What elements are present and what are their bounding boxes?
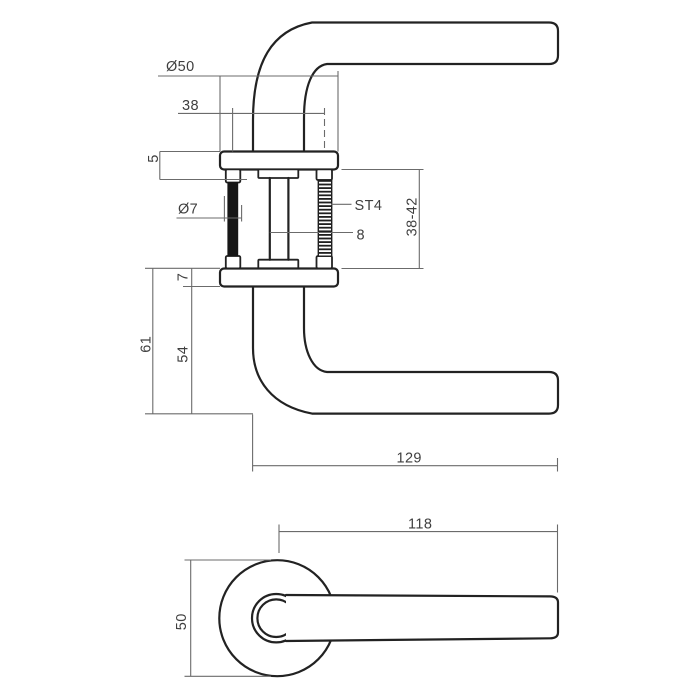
dim-label-handle-drop: 54 bbox=[176, 346, 192, 363]
dim-label-rose-thickness: 7 bbox=[176, 273, 192, 281]
dim-label-spindle-square: 8 bbox=[357, 228, 365, 244]
dim-label-screw-spacing: 38 bbox=[182, 98, 199, 114]
plan-view-dimensions: 118 50 bbox=[174, 517, 559, 677]
dim-label-rose-diameter-plan: 50 bbox=[174, 613, 190, 630]
dim-lever-length-side: 129 bbox=[252, 414, 559, 472]
screw-head-top-right bbox=[315, 168, 333, 181]
dim-label-rose-edge-height: 5 bbox=[146, 154, 162, 162]
spindle-bar bbox=[268, 176, 290, 261]
dim-label-total-height: 61 bbox=[138, 336, 154, 353]
lever-bar-outline bbox=[284, 593, 560, 643]
right-screw-shaft bbox=[317, 179, 333, 257]
dim-spindle-square: 8 bbox=[269, 228, 365, 244]
dim-rose-diameter-plan: 50 bbox=[174, 559, 271, 677]
dim-label-screw-thread: ST4 bbox=[355, 198, 383, 214]
dim-screw-spacing: 38 bbox=[178, 98, 326, 152]
dim-rose-thickness: 7 bbox=[176, 268, 220, 288]
dim-door-thickness: 38-42 bbox=[341, 168, 424, 270]
spindle-flange-bottom bbox=[257, 258, 300, 270]
dim-label-rose-diameter: Ø50 bbox=[166, 59, 195, 75]
dim-rose-edge-height: 5 bbox=[146, 150, 247, 181]
screw-head-bottom-right bbox=[315, 255, 333, 270]
side-view-dimensions: Ø50 38 5 Ø7 ST4 bbox=[138, 59, 559, 472]
upper-lever-outline bbox=[251, 21, 560, 154]
dim-screw-diameter: Ø7 bbox=[176, 196, 243, 222]
dim-label-door-thickness: 38-42 bbox=[405, 197, 421, 236]
side-view bbox=[218, 21, 560, 415]
dim-rose-diameter: Ø50 bbox=[158, 59, 339, 152]
left-screw-shaft bbox=[227, 182, 239, 257]
screw-head-bottom-left bbox=[224, 255, 242, 270]
spindle-flange-top bbox=[257, 168, 300, 179]
dim-screw-thread: ST4 bbox=[331, 198, 382, 214]
rose-plate-bottom bbox=[218, 267, 340, 288]
lower-lever-outline bbox=[251, 285, 560, 415]
dim-label-lever-length-plan: 118 bbox=[408, 517, 432, 533]
lever-bar-fill bbox=[286, 595, 558, 641]
dim-lever-length-plan: 118 bbox=[278, 517, 559, 593]
dim-handle-drop: 54 bbox=[176, 286, 193, 414]
plan-view bbox=[218, 559, 560, 678]
dim-label-lever-length-side: 129 bbox=[397, 451, 422, 467]
dim-label-screw-diameter: Ø7 bbox=[178, 202, 198, 218]
screw-head-top-left bbox=[224, 168, 242, 184]
dim-total-height: 61 bbox=[138, 267, 253, 415]
rose-plate-top bbox=[218, 150, 340, 171]
